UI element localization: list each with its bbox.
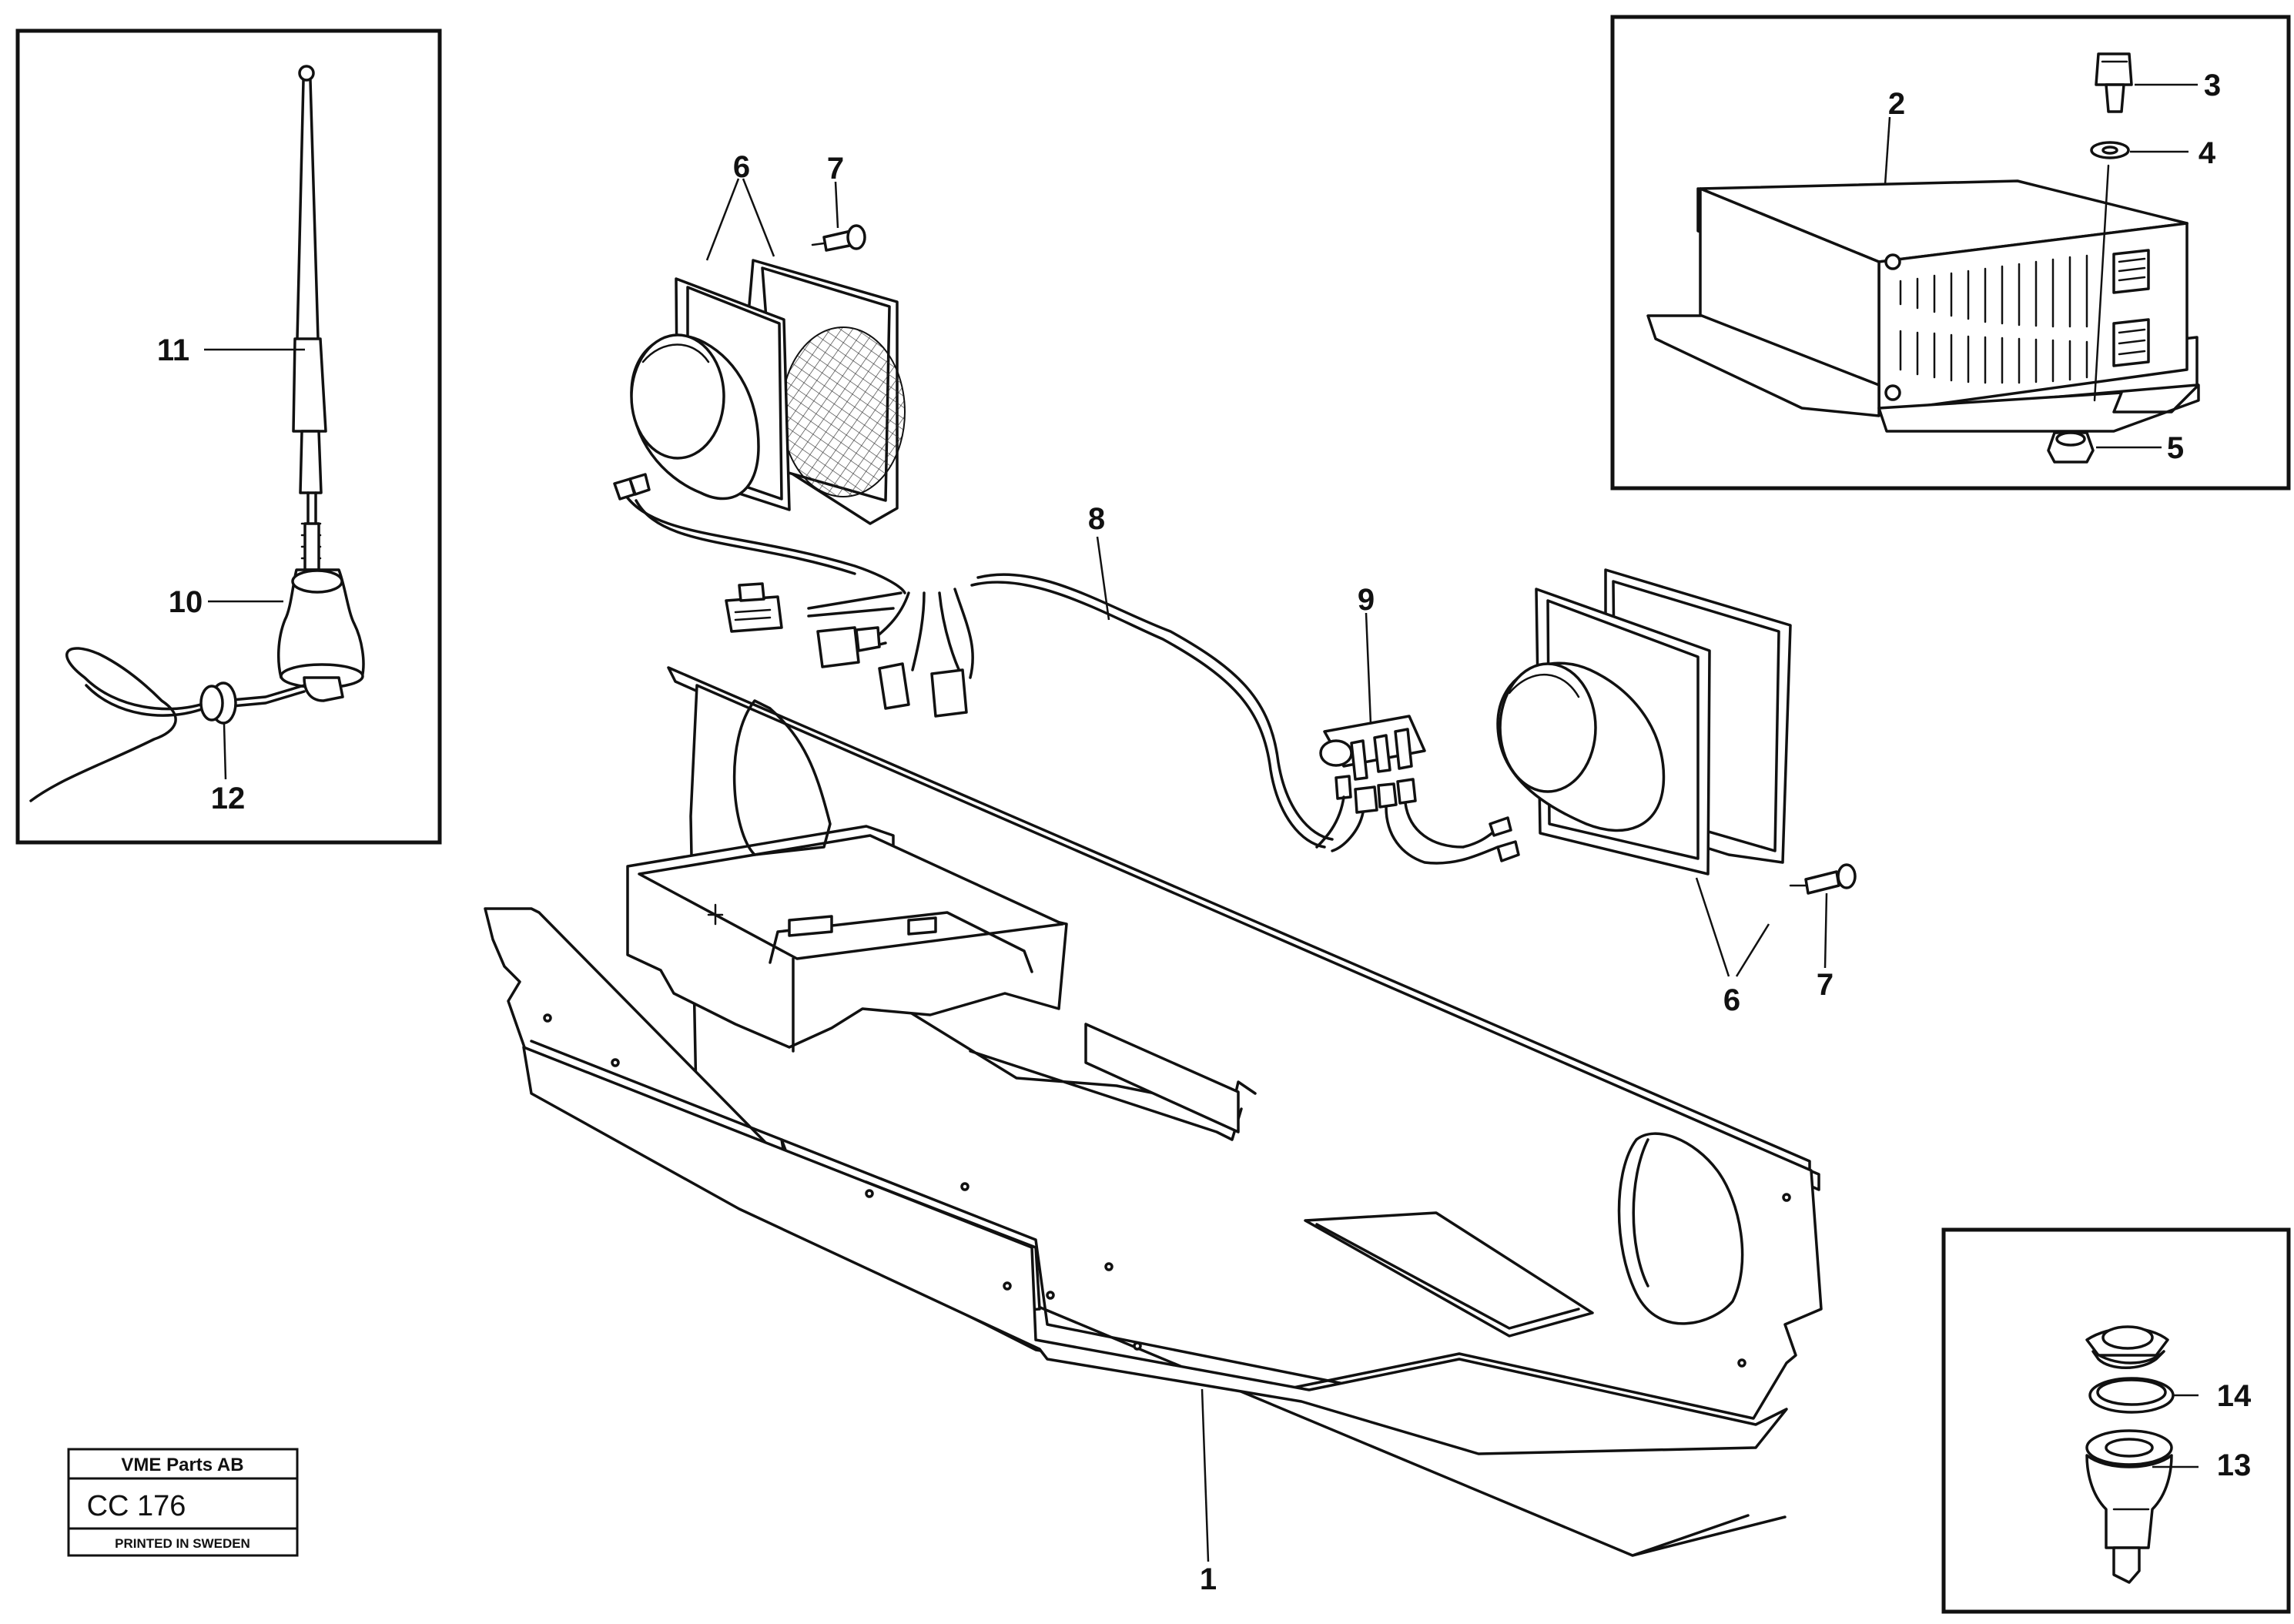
stamp-printed: PRINTED IN SWEDEN [115,1536,250,1551]
callout-14: 14 [2217,1379,2252,1413]
callout-13: 13 [2217,1448,2252,1482]
screw-upper [811,224,866,252]
radio-washer [2090,141,2130,159]
switch-ring [2088,1377,2175,1414]
speaker-left [630,259,906,525]
radio-bolt-axis [2093,164,2110,402]
leader-lines [204,83,2199,1562]
leader-2 [1884,116,1891,186]
speaker-right [1496,568,1792,876]
callout-11: 11 [157,333,189,367]
callout-6a: 6 [733,150,750,184]
antenna-inset-frame [15,28,442,845]
leader-12 [223,723,227,780]
stamp-box: VME Parts AB CC 176 PRINTED IN SWEDEN [67,1448,299,1557]
radio-nut [2047,431,2095,464]
switch-inset [1941,1227,2291,1614]
callout-4: 4 [2199,136,2216,170]
radio-inset [1610,15,2291,491]
leader-6a [705,178,775,261]
stamp-code: CC 176 [87,1490,186,1522]
leader-7a [834,181,839,229]
dash-panel [484,666,1823,1557]
antenna-base [276,568,365,702]
leader-8 [1096,536,1110,621]
radio-screw [2095,52,2133,113]
callout-2: 2 [1888,87,1905,121]
leader-6b [1695,877,1770,977]
radio-box [1646,179,2200,433]
antenna-cable [29,647,306,802]
leader-7b [1823,892,1828,969]
radio-inset-frame [1610,15,2291,491]
screw-lower [1789,863,1857,895]
leader-1 [1201,1388,1210,1562]
cable-harness [613,473,1334,849]
callout-10: 10 [169,585,203,619]
switch-inset-frame [1941,1227,2291,1614]
callout-7b: 7 [1817,968,1834,1002]
callout-3: 3 [2204,69,2221,102]
callout-8: 8 [1088,502,1105,536]
antenna-rod [292,65,327,571]
callout-6b: 6 [1723,983,1740,1017]
callouts: 1 2 3 4 5 6 6 7 7 8 9 10 11 12 13 14 [157,69,2252,1596]
stamp-company: VME Parts AB [121,1455,243,1475]
switch-body [2085,1429,2173,1584]
callout-12: 12 [211,782,246,815]
callout-7a: 7 [827,152,844,186]
callout-5: 5 [2167,431,2184,465]
leader-9 [1365,612,1372,725]
callout-1: 1 [1200,1562,1217,1596]
callout-9: 9 [1358,583,1375,617]
connector-block [1315,715,1520,865]
switch-knob [2085,1325,2169,1369]
antenna-grommet [199,681,237,725]
antenna-inset [15,28,442,845]
